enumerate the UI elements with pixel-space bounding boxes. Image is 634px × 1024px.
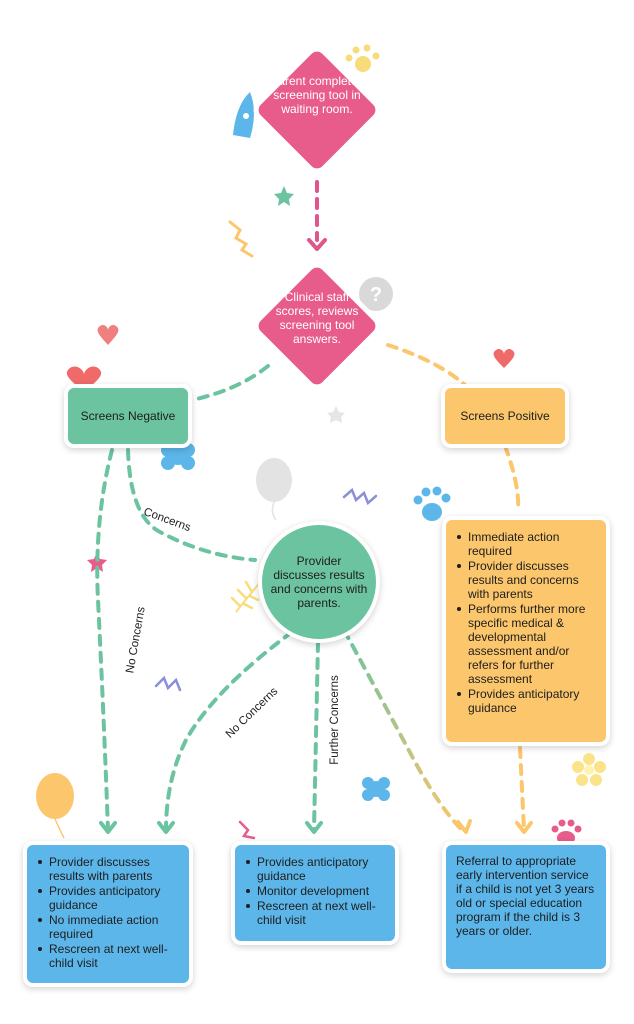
screens-negative-box: Screens Negative <box>68 388 188 444</box>
arrowhead-icon <box>456 819 472 834</box>
outcome-no-concerns-list: Provider discusses results with parents … <box>37 855 179 970</box>
star-decoration-icon <box>274 186 294 206</box>
zigzag-decoration-icon <box>238 820 256 840</box>
sun-decoration-icon <box>345 44 380 72</box>
outcome-monitor-box: Provides anticipatory guidance Monitor d… <box>235 845 395 941</box>
list-item: Rescreen at next well-child visit <box>38 942 179 970</box>
list-item: Monitor development <box>246 884 385 898</box>
list-item: Provides anticipatory guidance <box>246 855 385 883</box>
edge-label-further-concerns: Further Concerns <box>329 675 341 765</box>
provider-discusses-circle: Provider discusses results and concerns … <box>262 525 376 639</box>
connector-discuss-to-outcome-mid <box>312 640 320 832</box>
heart-decoration-icon <box>97 324 119 345</box>
screens-negative-label: Screens Negative <box>80 409 176 423</box>
list-item: Provides anticipatory guidance <box>38 884 179 912</box>
list-item: Provides anticipatory guidance <box>457 687 596 715</box>
list-item: No immediate action required <box>38 913 179 941</box>
screens-positive-box: Screens Positive <box>445 388 565 444</box>
arrowhead-icon <box>515 821 533 834</box>
list-item: Rescreen at next well-child visit <box>246 899 385 927</box>
zigzag-decoration-icon <box>228 220 254 258</box>
connector-scoring-to-positive <box>386 343 468 388</box>
outcome-no-concerns-box: Provider discusses results with parents … <box>27 845 189 983</box>
scoring-node-label: Clinical staff scores, reviews screening… <box>275 290 359 346</box>
connector-positive-to-actions <box>503 444 521 514</box>
star-decoration-icon <box>327 406 345 423</box>
list-item: Performs further more specific medical &… <box>457 602 596 686</box>
svg-text:?: ? <box>370 284 382 306</box>
balloon-decoration-icon <box>36 773 74 839</box>
connector-discuss-to-outcome-right <box>342 628 464 832</box>
outcome-referral-box: Referral to appropriate early interventi… <box>446 845 606 969</box>
flower-decoration-icon <box>362 777 390 801</box>
outcome-referral-label: Referral to appropriate early interventi… <box>456 854 595 938</box>
connector-scoring-to-negative <box>190 364 270 402</box>
flower-decoration-icon <box>572 753 606 786</box>
leaf-decoration-icon <box>230 579 263 613</box>
scoring-diamond <box>253 262 381 390</box>
start-diamond <box>253 46 381 174</box>
paw-decoration-icon <box>413 486 451 521</box>
start-node-label: Parent completes screening tool in waiti… <box>270 74 364 116</box>
connector-actions-to-outcome-right <box>518 746 526 832</box>
connector-discuss-to-outcome-left <box>164 630 294 832</box>
list-item: Provider discusses results with parents <box>38 855 179 883</box>
heart-decoration-icon <box>493 348 515 368</box>
paw-decoration-icon <box>551 819 582 845</box>
arrowhead-icon <box>305 821 323 834</box>
arrowhead-icon <box>157 821 175 834</box>
positive-actions-list: Immediate action required Provider discu… <box>456 530 596 715</box>
heart-decoration-icon <box>66 366 102 392</box>
connector-negative-to-discuss <box>126 448 257 562</box>
rocket-decoration-icon <box>233 92 254 138</box>
zigzag-decoration-icon <box>154 675 182 692</box>
outcome-monitor-list: Provides anticipatory guidance Monitor d… <box>245 855 385 927</box>
screens-positive-label: Screens Positive <box>460 409 550 423</box>
zigzag-decoration-icon <box>342 487 378 506</box>
list-item: Immediate action required <box>457 530 596 558</box>
provider-discusses-label: Provider discusses results and concerns … <box>270 554 368 610</box>
balloon-decoration-icon <box>256 458 292 521</box>
list-item: Provider discusses results and concerns … <box>457 559 596 601</box>
arrowhead-icon <box>99 821 117 834</box>
star-decoration-icon <box>87 552 107 572</box>
positive-actions-box: Immediate action required Provider discu… <box>446 520 606 742</box>
arrowhead-icon <box>307 238 327 251</box>
question-bubble-icon: ? <box>359 277 393 311</box>
connector-negative-to-outcome-left <box>95 448 114 832</box>
flower-decoration-icon <box>161 443 195 470</box>
